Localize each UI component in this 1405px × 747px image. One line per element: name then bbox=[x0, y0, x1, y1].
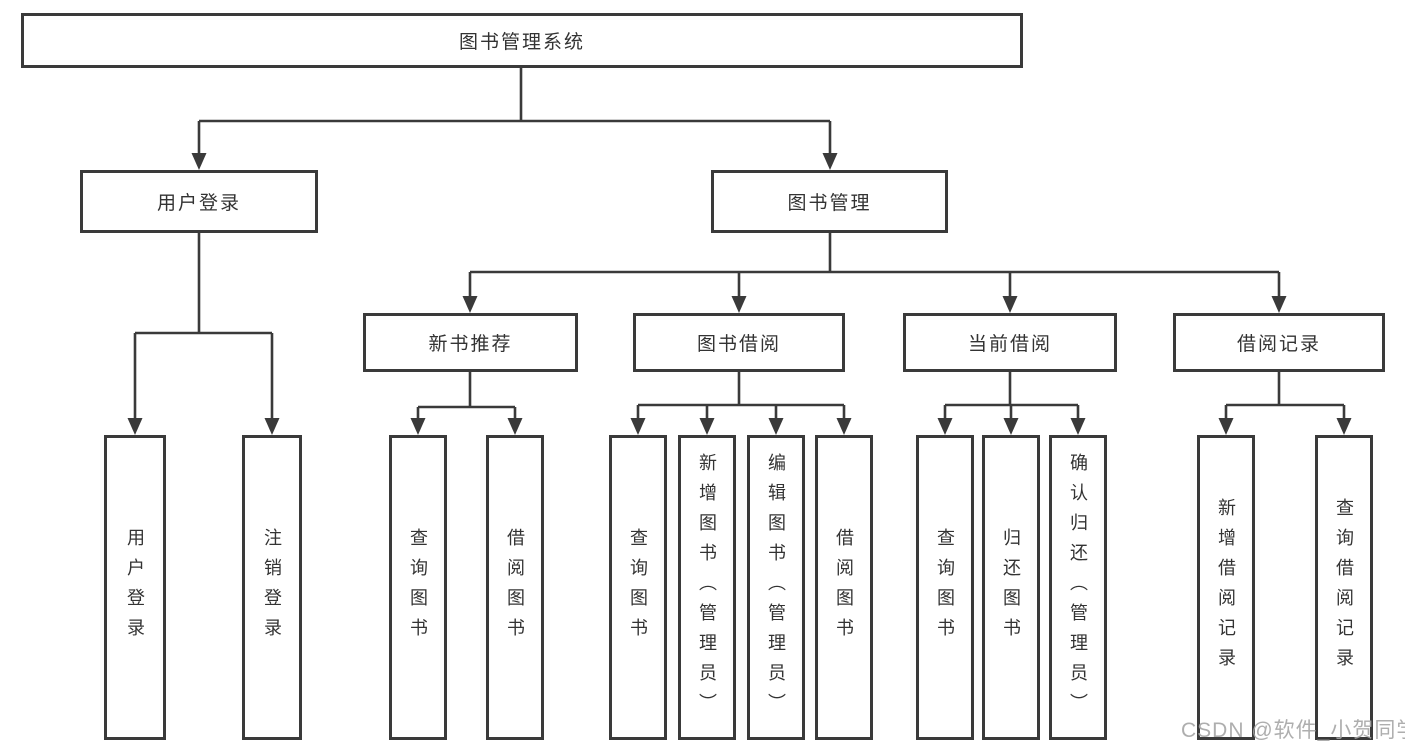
leaf-query-borrow-record-label: 查询借阅记录 bbox=[1334, 497, 1354, 678]
leaf-return-book-label: 归还图书 bbox=[1001, 527, 1021, 648]
node-book-management: 图书管理 bbox=[711, 170, 948, 233]
leaf-query-books-borrow: 查询图书 bbox=[609, 435, 667, 740]
node-borrow-records: 借阅记录 bbox=[1173, 313, 1385, 372]
node-book-borrow: 图书借阅 bbox=[633, 313, 845, 372]
leaf-user-login: 用户登录 bbox=[104, 435, 166, 740]
leaf-borrow-books-label: 借阅图书 bbox=[834, 527, 854, 648]
leaf-logout-label: 注销登录 bbox=[262, 527, 282, 648]
node-root: 图书管理系统 bbox=[21, 13, 1023, 68]
leaf-add-borrow-record: 新增借阅记录 bbox=[1197, 435, 1255, 740]
leaf-confirm-return-admin: 确认归还（管理员） bbox=[1049, 435, 1107, 740]
node-book-borrow-label: 图书借阅 bbox=[696, 334, 781, 355]
node-root-label: 图书管理系统 bbox=[458, 32, 585, 53]
leaf-user-login-label: 用户登录 bbox=[125, 527, 145, 648]
leaf-add-borrow-record-label: 新增借阅记录 bbox=[1216, 497, 1236, 678]
leaf-borrow-books-recommend-label: 借阅图书 bbox=[505, 527, 525, 648]
leaf-edit-book-admin: 编辑图书（管理员） bbox=[747, 435, 805, 740]
leaf-edit-book-admin-label: 编辑图书（管理员） bbox=[766, 452, 786, 723]
leaf-borrow-books-recommend: 借阅图书 bbox=[486, 435, 544, 740]
node-borrow-records-label: 借阅记录 bbox=[1236, 334, 1321, 355]
leaf-add-book-admin: 新增图书（管理员） bbox=[678, 435, 736, 740]
leaf-return-book: 归还图书 bbox=[982, 435, 1040, 740]
node-user-login-label: 用户登录 bbox=[156, 193, 241, 214]
leaf-logout: 注销登录 bbox=[242, 435, 302, 740]
node-current-borrow-label: 当前借阅 bbox=[967, 334, 1052, 355]
csdn-watermark: CSDN @软件_小贺同学 bbox=[1181, 719, 1405, 742]
leaf-borrow-books: 借阅图书 bbox=[815, 435, 873, 740]
node-new-book-recommend-label: 新书推荐 bbox=[428, 334, 513, 355]
leaf-query-books-recommend: 查询图书 bbox=[389, 435, 447, 740]
node-new-book-recommend: 新书推荐 bbox=[363, 313, 578, 372]
leaf-query-books-borrow-label: 查询图书 bbox=[628, 527, 648, 648]
node-user-login: 用户登录 bbox=[80, 170, 318, 233]
leaf-query-books-current-label: 查询图书 bbox=[935, 527, 955, 648]
node-book-management-label: 图书管理 bbox=[787, 193, 872, 214]
arrowheads bbox=[127, 153, 1352, 435]
leaf-query-borrow-record: 查询借阅记录 bbox=[1315, 435, 1373, 740]
leaf-add-book-admin-label: 新增图书（管理员） bbox=[697, 452, 717, 723]
leaf-query-books-current: 查询图书 bbox=[916, 435, 974, 740]
leaf-query-books-recommend-label: 查询图书 bbox=[408, 527, 428, 648]
leaf-confirm-return-admin-label: 确认归还（管理员） bbox=[1068, 452, 1088, 723]
node-current-borrow: 当前借阅 bbox=[903, 313, 1117, 372]
